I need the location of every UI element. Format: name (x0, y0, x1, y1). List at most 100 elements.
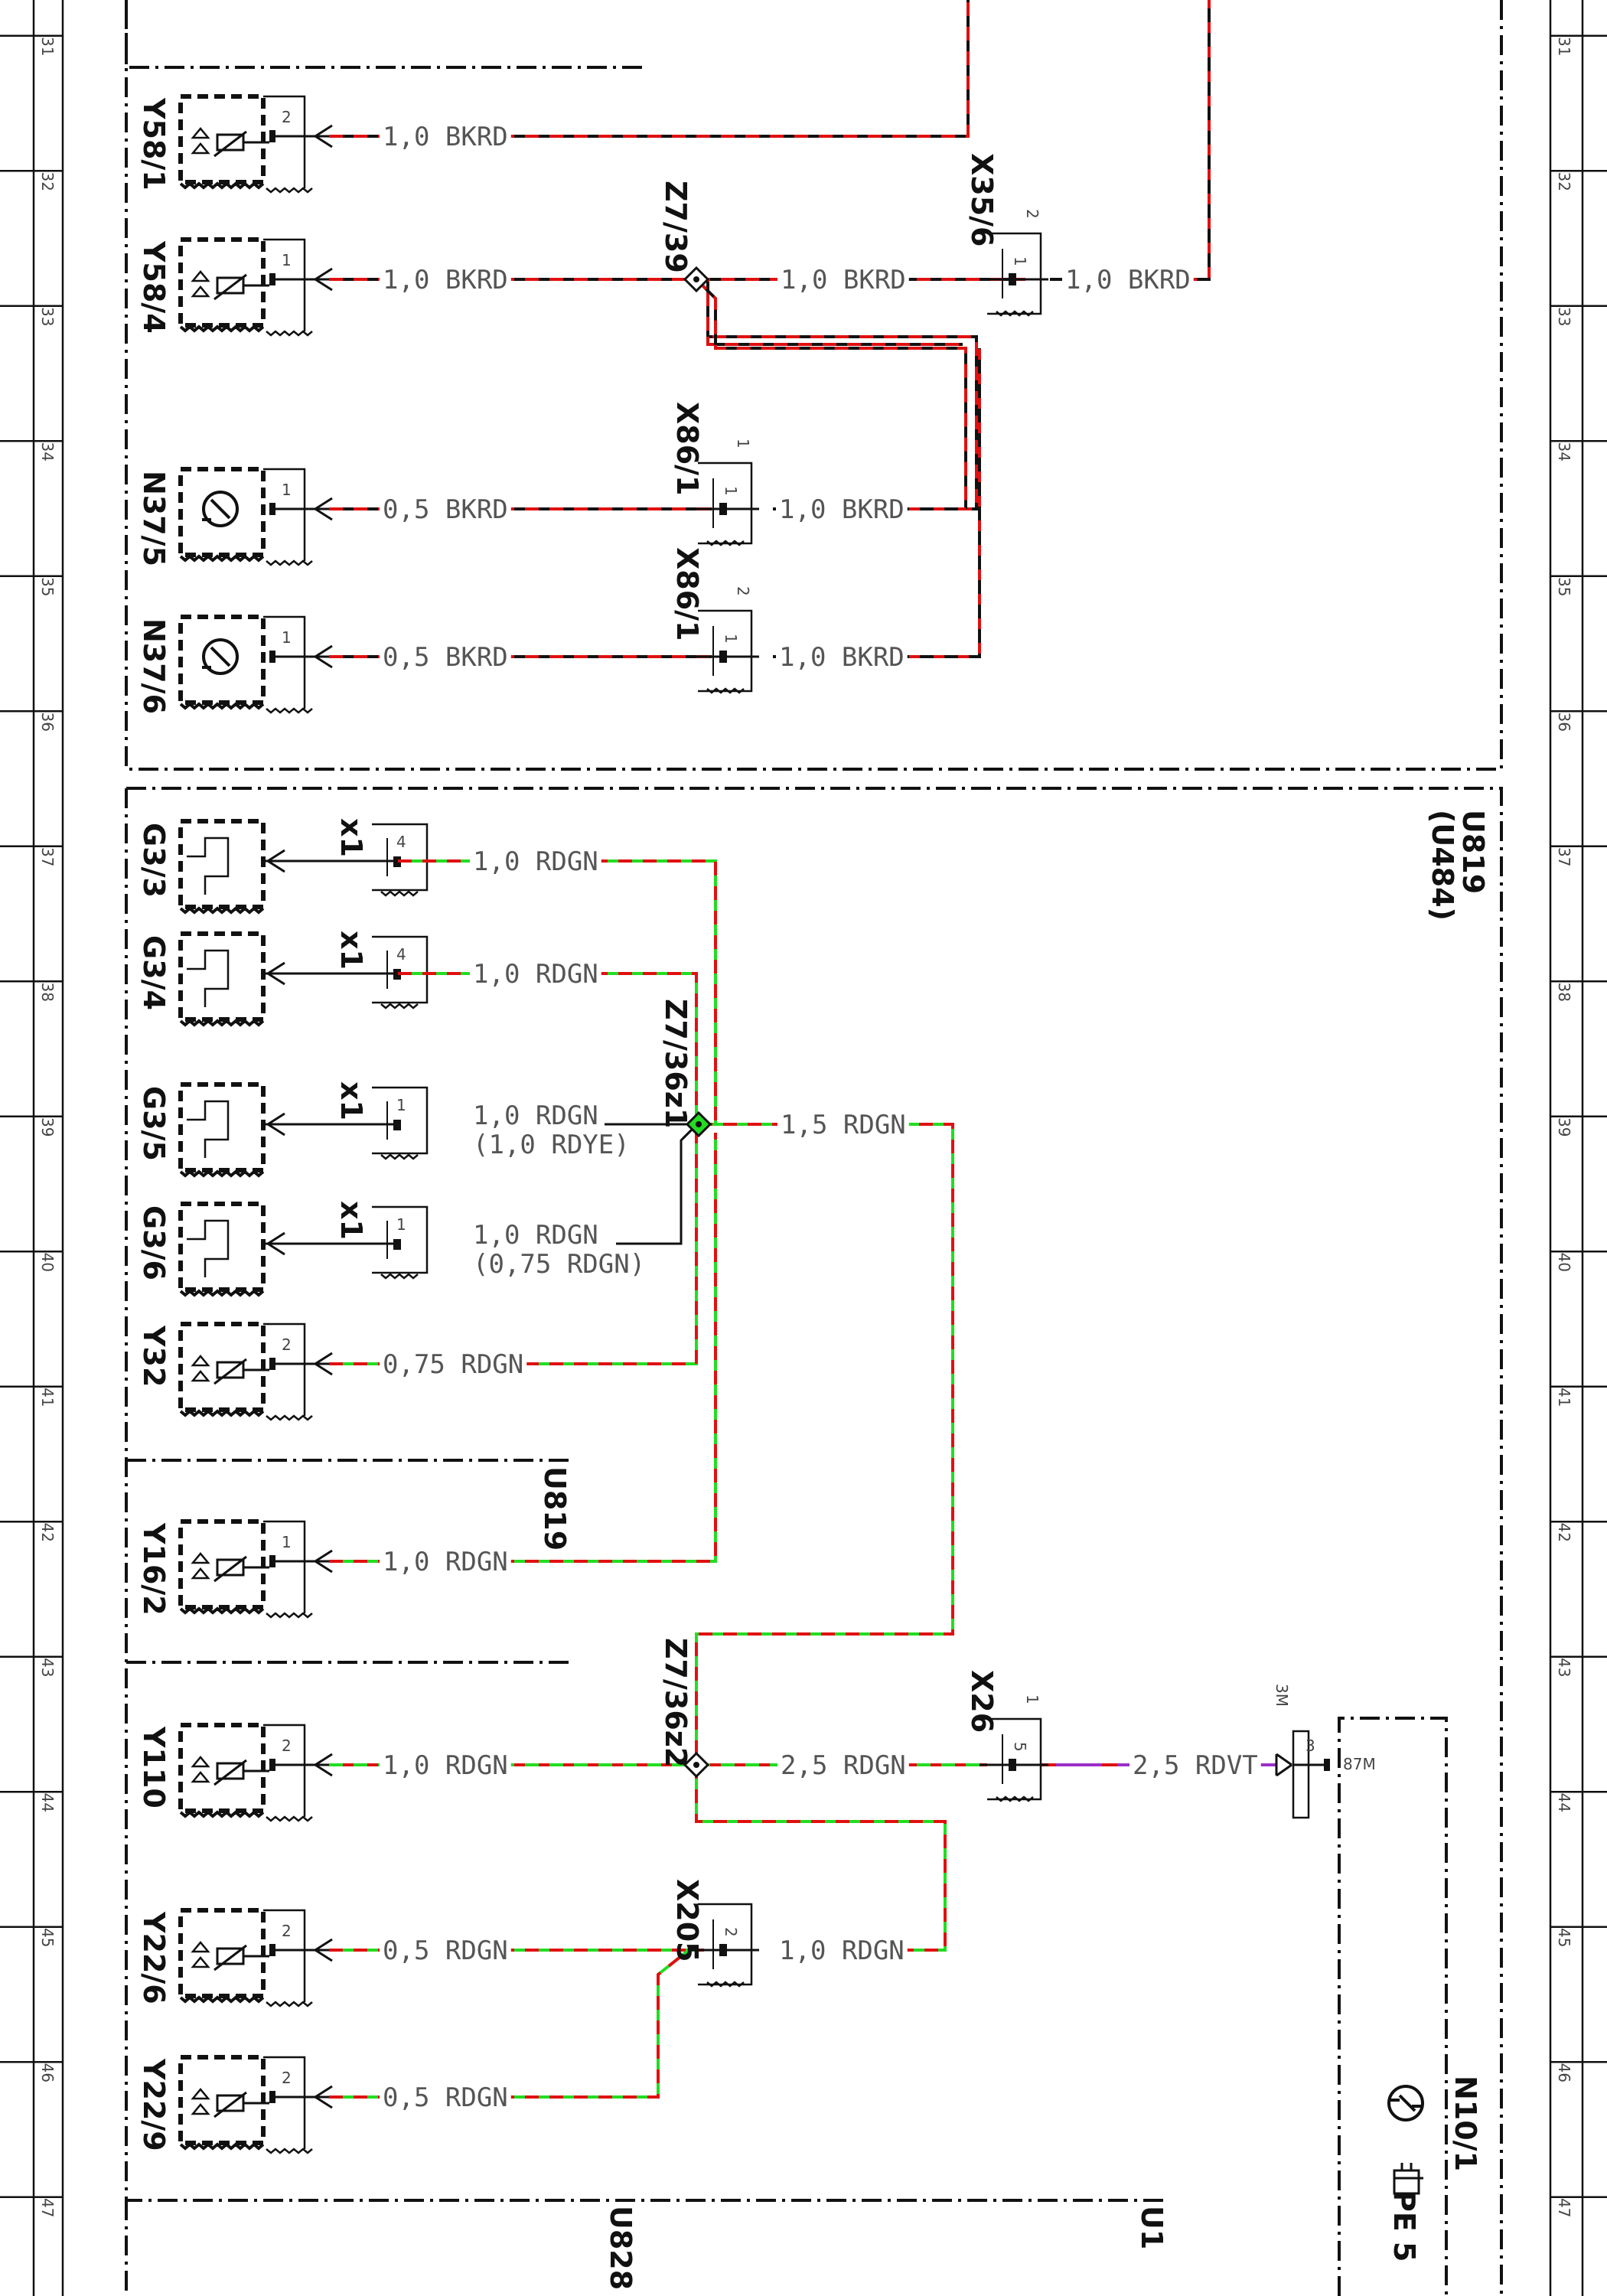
component-label: Y16/2 (137, 1522, 171, 1616)
component-label: Y22/9 (137, 2058, 171, 2151)
wire-stripe (329, 0, 970, 138)
wire-label-bg (1062, 265, 1194, 295)
wire-label: 1,0 RDGN (473, 1220, 598, 1251)
pin-contact (719, 503, 727, 515)
wire-label-bg (470, 1220, 601, 1251)
wire-label: 0,75 RDGN (383, 1349, 523, 1380)
sensor-icon (202, 491, 239, 527)
component-label: Y22/6 (137, 1911, 171, 2004)
ruler-number: 47 (38, 2198, 57, 2217)
ruler-number: 33 (1555, 307, 1573, 326)
splice-z7-36z2: Z7/36z2 (659, 1638, 710, 1779)
top-pin-number: 1 (1023, 1694, 1041, 1704)
wire-label: 2,5 RDVT (1133, 1750, 1258, 1781)
splice-z7-36z1: Z7/36z1 (659, 999, 712, 1138)
ruler-number: 45 (1555, 1928, 1573, 1947)
wire-label: 1,0 RDGN (473, 1101, 598, 1131)
pin-number: 4 (396, 833, 406, 851)
connector-label: x1 (334, 1201, 368, 1240)
pin-contact (269, 1358, 275, 1370)
connector-label: x1 (334, 1081, 368, 1120)
ruler-number: 44 (1555, 1793, 1573, 1812)
u1-label: U1 (1135, 2206, 1169, 2249)
ruler-number: 46 (1555, 2063, 1573, 2082)
connector-label: X86/1 (670, 402, 704, 496)
ruler-number: 40 (1555, 1253, 1573, 1272)
pin-number: 1 (282, 251, 292, 269)
wire-label-bg (777, 1110, 909, 1140)
svg-text:3M: 3M (1273, 1684, 1291, 1707)
ruler-number: 46 (38, 2063, 57, 2082)
wire-label-bg (380, 642, 511, 673)
wire-label-bg (380, 265, 511, 295)
ruler-number: 32 (38, 172, 57, 191)
component-label: N37/5 (137, 471, 171, 566)
pin-contact (719, 1944, 727, 1956)
probe-icon (187, 1100, 230, 1158)
wire-stripe (773, 348, 981, 658)
wire-label: 2,5 RDGN (781, 1750, 906, 1781)
n10-1-frame (1338, 1717, 1448, 2296)
connector-label: X26 (965, 1670, 999, 1733)
component-label: G3/3 (137, 823, 171, 898)
component-label: Y58/4 (137, 240, 171, 334)
connector-arrow (315, 2085, 333, 2109)
wire-stripe (695, 1765, 947, 1952)
pin-number: 1 (722, 486, 740, 496)
wire-base (329, 1949, 690, 2099)
pin-contact (269, 130, 275, 142)
wire-label: 1,0 BKRD (781, 265, 906, 295)
wire-label-bg (470, 1101, 601, 1131)
component-label: Y110 (137, 1726, 171, 1808)
wire-label: 1,5 RDGN (781, 1110, 906, 1140)
pin-number: 5 (1011, 1742, 1029, 1752)
component-label: Y58/1 (137, 97, 171, 191)
wire-label: 1,0 BKRD (383, 265, 508, 295)
wire-stripe (329, 1133, 717, 1563)
ruler-number: 38 (38, 983, 57, 1002)
ruler-number: 47 (1555, 2198, 1573, 2217)
pin-number: 1 (282, 628, 292, 647)
wire-base (695, 1765, 947, 1952)
connector-x26: 5 1 X26 (965, 1670, 1048, 1802)
wire-label: 0,5 BKRD (383, 494, 508, 525)
wire-label-bg (380, 2082, 511, 2113)
pin-number: 1 (396, 1215, 406, 1234)
probe-icon (187, 949, 230, 1007)
wire-stripe (696, 278, 978, 510)
svg-text:87M: 87M (1343, 1755, 1376, 1773)
ruler-number: 33 (38, 307, 57, 326)
wire-stripe (329, 1949, 690, 2099)
wire-label: 1,0 BKRD (383, 122, 508, 152)
valve-icon (191, 1756, 210, 1783)
pin-contact (269, 273, 275, 285)
pin-number: 2 (282, 2069, 292, 2087)
ruler-number: 40 (38, 1253, 57, 1272)
fuel-pump-icon (1387, 2085, 1424, 2122)
ruler-number: 32 (1555, 172, 1573, 191)
connector-arrow (315, 1938, 333, 1962)
wire-label-bg (380, 1936, 511, 1966)
valve-icon (191, 2088, 210, 2115)
pin-number: 1 (282, 481, 292, 499)
pin-number: 4 (396, 945, 406, 964)
pe-label: PE 5 (1387, 2190, 1421, 2262)
component-y22-9: Y22/9 2 (137, 2055, 333, 2154)
ruler-number: 45 (38, 1928, 57, 1947)
pin-number: 1 (1011, 256, 1029, 266)
pointing-hand-icon (1393, 2163, 1423, 2195)
pin-contact (393, 856, 401, 867)
component-label: G3/6 (137, 1205, 171, 1280)
wire-label: 1,0 RDGN (383, 1547, 508, 1577)
pin-number: 1 (722, 634, 740, 644)
